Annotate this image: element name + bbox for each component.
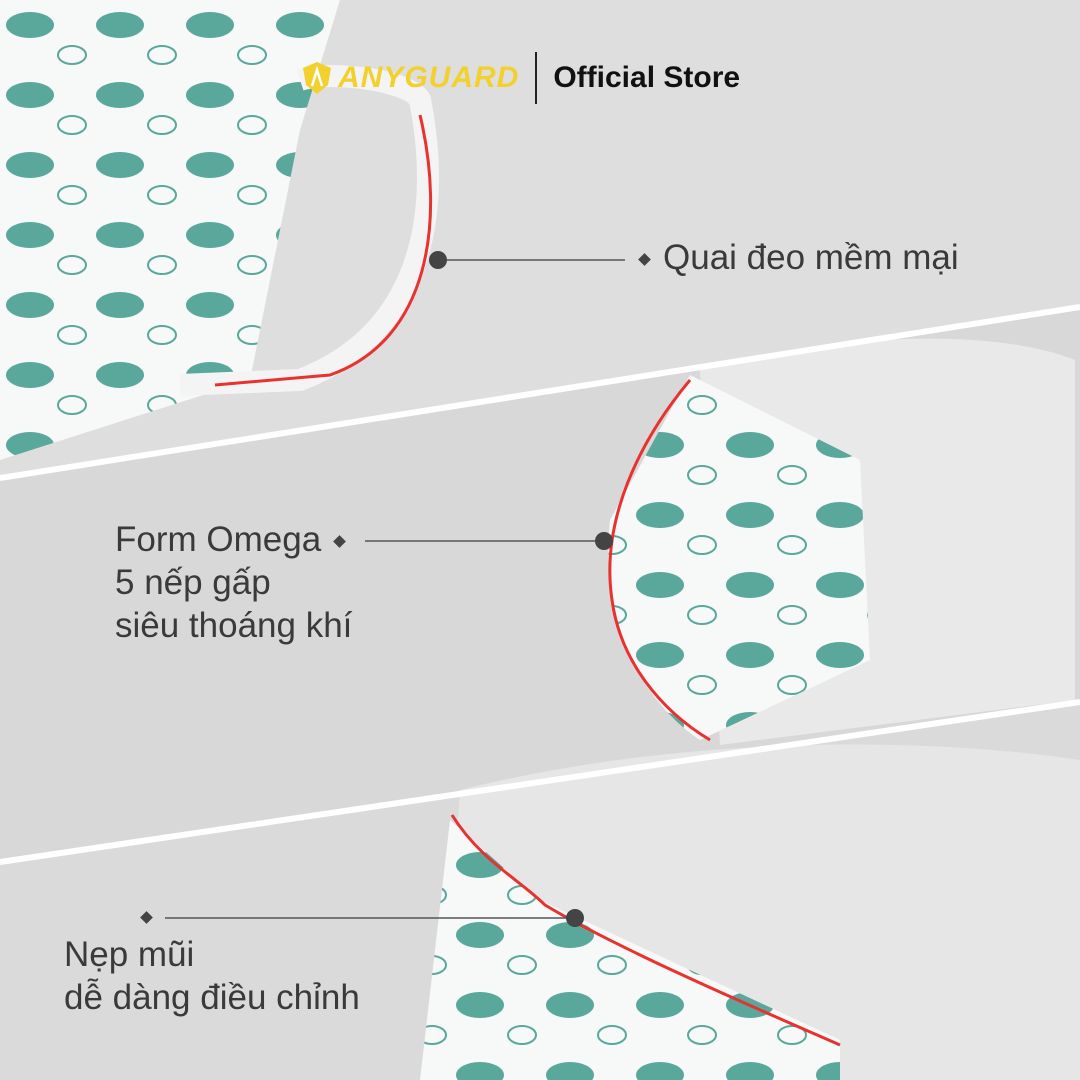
- feature-text: siêu thoáng khí: [115, 606, 353, 645]
- ear-loop-highlight: [214, 114, 433, 387]
- feature-text: Nẹp mũi: [64, 935, 195, 974]
- mask-image-top: [0, 0, 340, 460]
- header: ANYGUARD Official Store: [302, 52, 740, 104]
- divider: [535, 52, 538, 104]
- bullet-icon: [333, 535, 347, 549]
- store-label: Official Store: [553, 61, 741, 94]
- feature-ear-loop: Quai đeo mềm mại: [638, 236, 959, 279]
- feature-text: Quai đeo mềm mại: [663, 238, 959, 277]
- shield-logo-icon: [303, 62, 331, 94]
- feature-text: 5 nếp gấp: [115, 563, 271, 602]
- feature-text: dễ dàng điều chỉnh: [64, 978, 360, 1017]
- feature-text: Form Omega: [115, 520, 322, 559]
- mask-image-middle: [608, 375, 870, 740]
- brand-name: ANYGUARD: [338, 61, 520, 94]
- bullet-icon: [638, 253, 651, 267]
- feature-nose-clip: Nẹp mũi dễ dàng điều chỉnh: [64, 933, 360, 1019]
- feature-omega: Form Omega 5 nếp gấp siêu thoáng khí: [115, 518, 352, 647]
